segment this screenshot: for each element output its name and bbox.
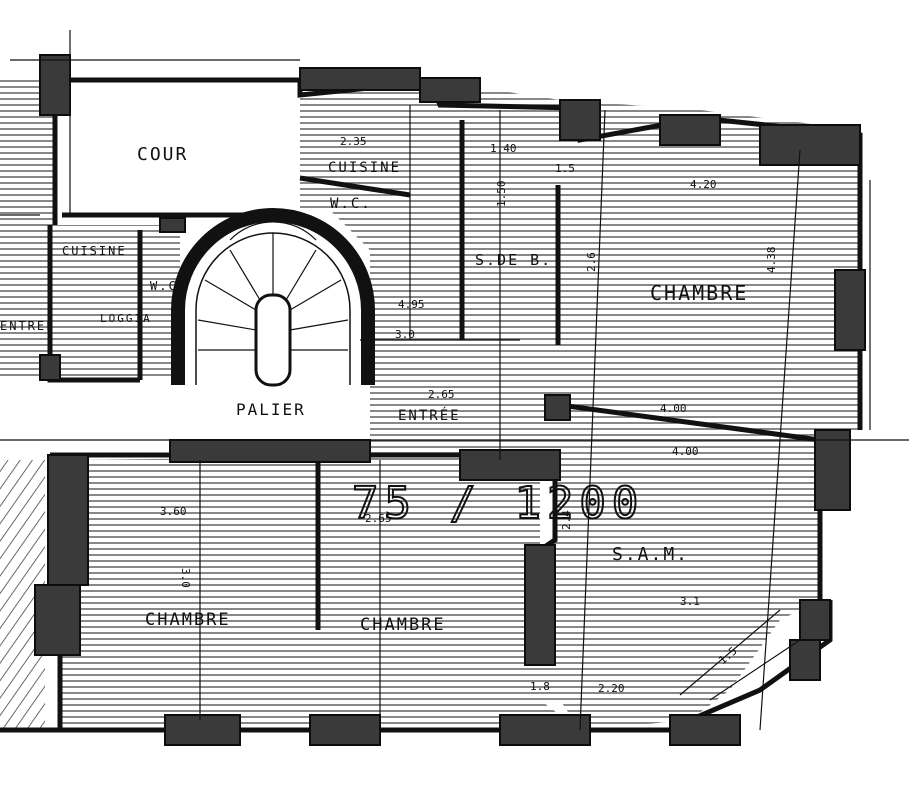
room-label-sdb: S.DE B. [475,251,552,269]
room-label-loggia: LOGGIA [100,312,152,325]
room-label-chambre-mid: CHAMBRE [360,615,446,635]
courtyard-area [62,80,300,215]
dimension-label: 1.50 [495,181,508,208]
room-label-wc-left: W.C. [150,279,187,293]
room-label-cour: COUR [137,144,188,165]
dimension-label: 2.20 [598,682,625,695]
dimension-label: 4.00 [660,402,687,415]
dimension-label: 3.1 [680,595,700,608]
dimension-label: 4.00 [672,445,699,458]
room-label-palier: PALIER [236,400,306,419]
room-label-sam: S.A.M. [612,544,689,565]
dimension-label: 3.0 [179,568,192,588]
room-label-chambre-left: CHAMBRE [145,610,231,630]
dimension-label: 4.95 [398,298,425,311]
dimension-label: 3.0 [395,328,415,341]
plan-stamp: 75 / 1200 [352,478,644,529]
room-label-entree-left: ENTREE [0,319,55,333]
room-label-wc: W.C. [330,196,372,212]
dimension-label: 1.5 [555,162,575,175]
dimension-label: 2.35 [340,135,367,148]
dimension-label: 2.65 [428,388,455,401]
staircase [171,208,375,387]
dimension-label: 2.65 [365,512,392,525]
dimension-label: 4.20 [690,178,717,191]
room-label-cuisine: CUISINE [328,160,401,176]
dimension-label: 4.38 [765,247,778,274]
dimension-label: 2.6 [585,252,598,272]
room-label-cuisine-left: CUISINE [62,244,127,258]
dimension-label: 1.40 [490,142,517,155]
room-label-entree: ENTRÉE [398,407,461,424]
dimension-label: 2.4 [560,510,573,530]
dimension-label: 3.60 [160,505,187,518]
dimension-label: 1.8 [530,680,550,693]
wall-piers [34,54,866,746]
room-label-chambre-right: CHAMBRE [650,281,748,305]
dimension-lines [0,30,909,731]
